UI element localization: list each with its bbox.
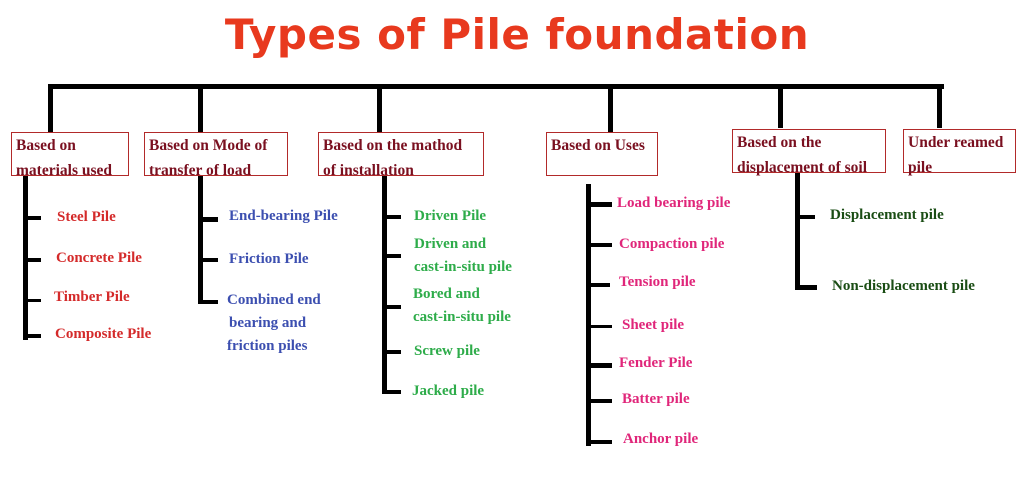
tick <box>586 325 612 328</box>
tick <box>23 258 41 262</box>
pile-type-item: Displacement pile <box>830 207 944 223</box>
tick <box>23 334 41 338</box>
category-label: materials used <box>16 162 113 179</box>
pile-type-item: Tension pile <box>619 274 696 290</box>
drop-line-1 <box>48 84 53 132</box>
tick <box>795 285 817 290</box>
category-label: Based on the <box>737 134 822 151</box>
tick <box>198 217 218 222</box>
pile-type-item: Batter pile <box>622 391 690 407</box>
tick <box>382 215 401 219</box>
pile-type-item: Screw pile <box>414 343 480 359</box>
tick <box>382 254 401 258</box>
tick <box>382 390 401 394</box>
tick <box>23 299 41 302</box>
category-label: Based on Mode of <box>149 137 268 154</box>
pile-type-item: Non-displacement pile <box>832 278 975 294</box>
pile-type-item: Fender Pile <box>619 355 693 371</box>
tick <box>586 399 612 403</box>
category-installation: Based on the mathod of installation <box>318 132 484 179</box>
tick <box>586 243 612 247</box>
category-displacement: Based on the displacement of soil <box>732 129 886 176</box>
category-label: pile <box>908 159 933 176</box>
category-load-transfer: Based on Mode of transfer of load <box>144 132 288 179</box>
category-label: transfer of load <box>149 162 252 179</box>
tick <box>586 363 612 368</box>
drop-line-3 <box>377 84 382 132</box>
pile-type-item: Timber Pile <box>54 289 130 305</box>
category-under-reamed: Under reamed pile <box>903 129 1016 176</box>
pile-type-item: Sheet pile <box>622 317 685 333</box>
drop-line-5 <box>778 84 783 128</box>
drop-line-2 <box>198 84 203 132</box>
category-label: Under reamed <box>908 134 1004 151</box>
pile-type-item: Compaction pile <box>619 236 725 252</box>
branch-line-load-transfer <box>198 176 203 304</box>
pile-type-item: Anchor pile <box>623 431 699 447</box>
category-uses: Based on Uses <box>546 132 658 176</box>
tick <box>23 216 41 220</box>
tick <box>382 350 401 354</box>
pile-type-item: Driven and cast-in-situ pile <box>414 236 512 275</box>
pile-type-item: Bored and cast-in-situ pile <box>413 286 511 325</box>
tick <box>795 215 815 219</box>
tick <box>198 300 218 304</box>
category-label: Based on the mathod <box>323 137 463 154</box>
category-label: Based on Uses <box>551 137 645 154</box>
tick <box>586 440 612 444</box>
branch-line-displacement <box>795 173 800 290</box>
category-label: of installation <box>323 162 414 179</box>
drop-line-6 <box>937 84 942 128</box>
category-materials: Based on materials used <box>11 132 129 179</box>
pile-type-item: Concrete Pile <box>56 250 142 266</box>
drop-line-4 <box>608 84 613 132</box>
pile-type-item: Composite Pile <box>55 326 152 342</box>
pile-type-item: Steel Pile <box>57 209 116 225</box>
pile-type-item: Jacked pile <box>412 383 485 399</box>
tick <box>586 202 612 207</box>
branch-line-uses <box>586 184 591 446</box>
tick <box>198 258 218 262</box>
pile-type-item: End-bearing Pile <box>229 208 338 224</box>
tick <box>586 283 610 287</box>
diagram-title: Types of Pile foundation <box>224 10 810 59</box>
main-connector <box>48 84 944 89</box>
category-label: Based on <box>16 137 76 154</box>
pile-type-item: Friction Pile <box>229 251 309 267</box>
pile-type-item: Driven Pile <box>414 208 487 224</box>
pile-type-item: Load bearing pile <box>617 195 731 211</box>
tick <box>382 305 401 309</box>
pile-type-item: Combined end bearing and friction piles <box>227 292 321 354</box>
branch-line-installation <box>382 176 387 394</box>
category-label: displacement of soil <box>737 159 868 176</box>
